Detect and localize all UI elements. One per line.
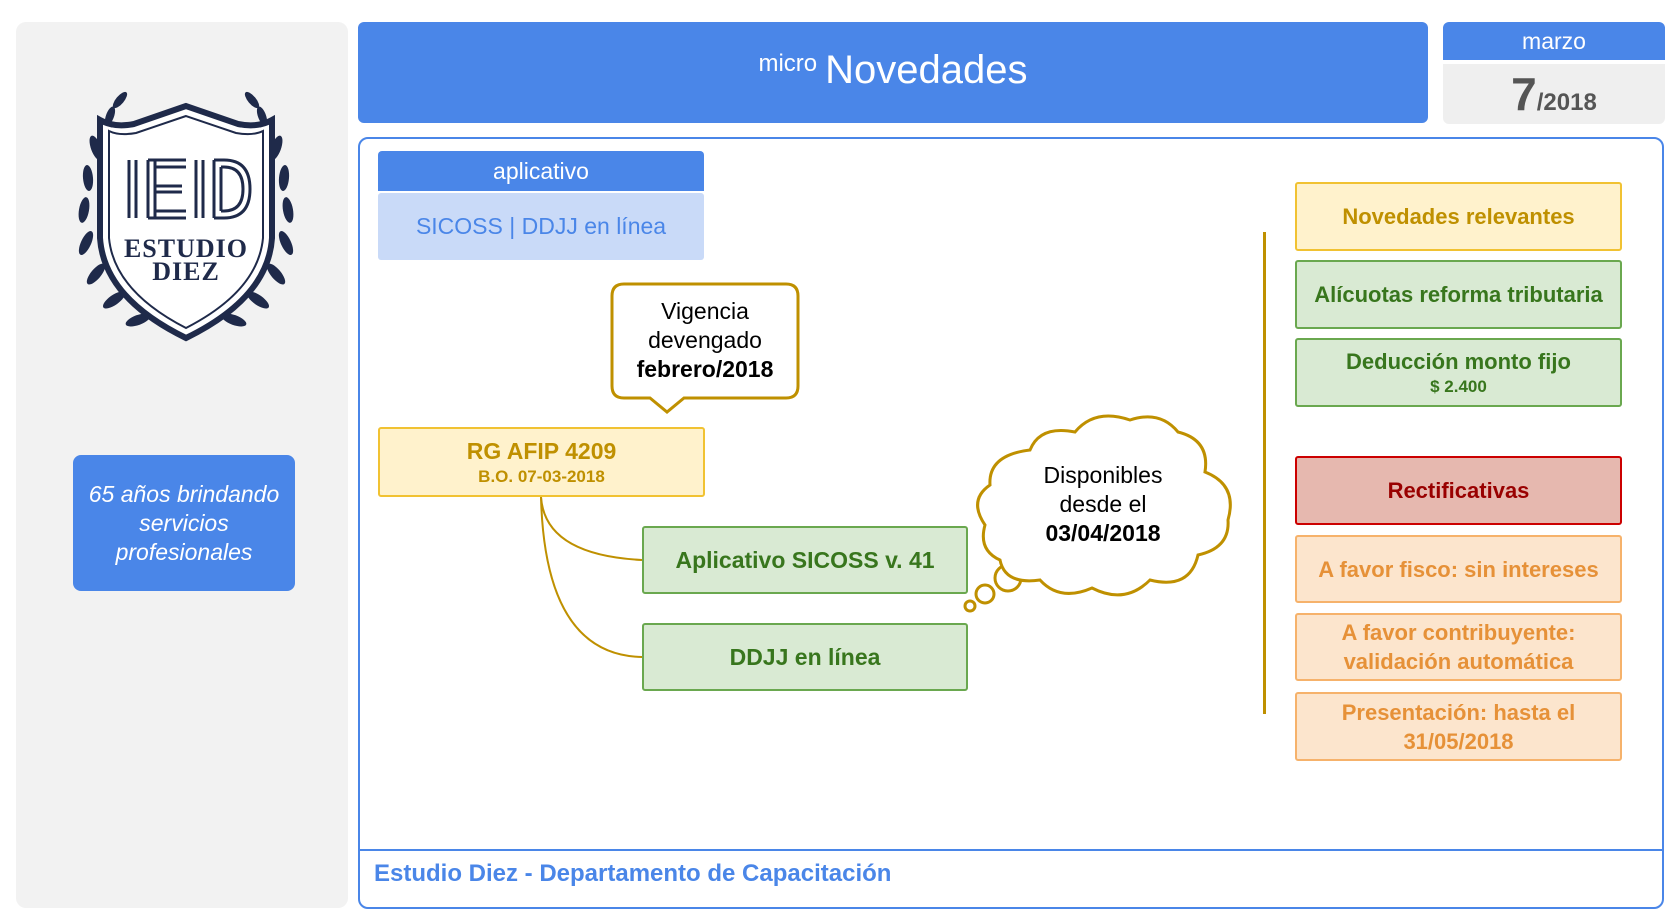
rg-afip-box: RG AFIP 4209 B.O. 07-03-2018 (378, 427, 705, 497)
header-prefix: micro (758, 50, 818, 77)
deduccion-title: Deducción monto fijo (1346, 348, 1571, 374)
callout-line3: febrero/2018 (636, 356, 774, 382)
estudio-diez-logo: ESTUDIO DIEZ (74, 88, 298, 348)
novedades-relevantes-box: Novedades relevantes (1295, 182, 1622, 251)
footer-divider (358, 849, 1664, 851)
presentacion-box: Presentación: hasta el 31/05/2018 (1295, 692, 1622, 761)
connector-ddjj (540, 496, 643, 658)
callout-line2: devengado (648, 327, 762, 353)
rg-title: RG AFIP 4209 (466, 437, 617, 464)
date-month: marzo (1443, 22, 1665, 60)
disponibles-cloud-text: Disponibles desde el 03/04/2018 (990, 461, 1216, 548)
aplicativo-value: SICOSS | DDJJ en línea (378, 193, 704, 260)
date-box: 7/2018 (1443, 64, 1665, 124)
cloud-line2: desde el (1059, 491, 1147, 517)
date-year: /2018 (1536, 89, 1597, 116)
header-banner: micro Novedades (358, 22, 1428, 123)
favor-contribuyente-box: A favor contribuyente: validación automá… (1295, 613, 1622, 681)
content-panel (358, 137, 1664, 909)
vigencia-callout-text: Vigencia devengado febrero/2018 (612, 297, 798, 384)
page-title: Novedades (825, 48, 1028, 92)
shield-logo-icon (78, 91, 294, 342)
vertical-divider (1263, 232, 1266, 714)
ddjj-en-linea-box: DDJJ en línea (642, 623, 968, 691)
speech-callout (610, 282, 800, 414)
deduccion-amount: $ 2.400 (1430, 376, 1487, 396)
deduccion-box: Deducción monto fijo $ 2.400 (1295, 338, 1622, 407)
cloud-line3: 03/04/2018 (1045, 520, 1161, 546)
callout-line1: Vigencia (661, 298, 749, 324)
rg-subtitle: B.O. 07-03-2018 (478, 466, 605, 486)
date-day: 7 (1511, 68, 1537, 120)
logo-text-estudio: ESTUDIO (123, 234, 249, 263)
aplicativo-sicoss-box: Aplicativo SICOSS v. 41 (642, 526, 968, 594)
cloud-line1: Disponibles (1043, 462, 1163, 488)
aplicativo-label: aplicativo (378, 151, 704, 191)
favor-fisco-box: A favor fisco: sin intereses (1295, 535, 1622, 603)
years-badge: 65 años brindando servicios profesionale… (73, 455, 295, 591)
connector-sicoss (540, 496, 643, 561)
thought-cloud (963, 414, 1232, 613)
rectificativas-box: Rectificativas (1295, 456, 1622, 525)
logo-text-diez: DIEZ (152, 257, 220, 286)
alicuotas-box: Alícuotas reforma tributaria (1295, 260, 1622, 329)
footer-text: Estudio Diez - Departamento de Capacitac… (374, 860, 892, 887)
